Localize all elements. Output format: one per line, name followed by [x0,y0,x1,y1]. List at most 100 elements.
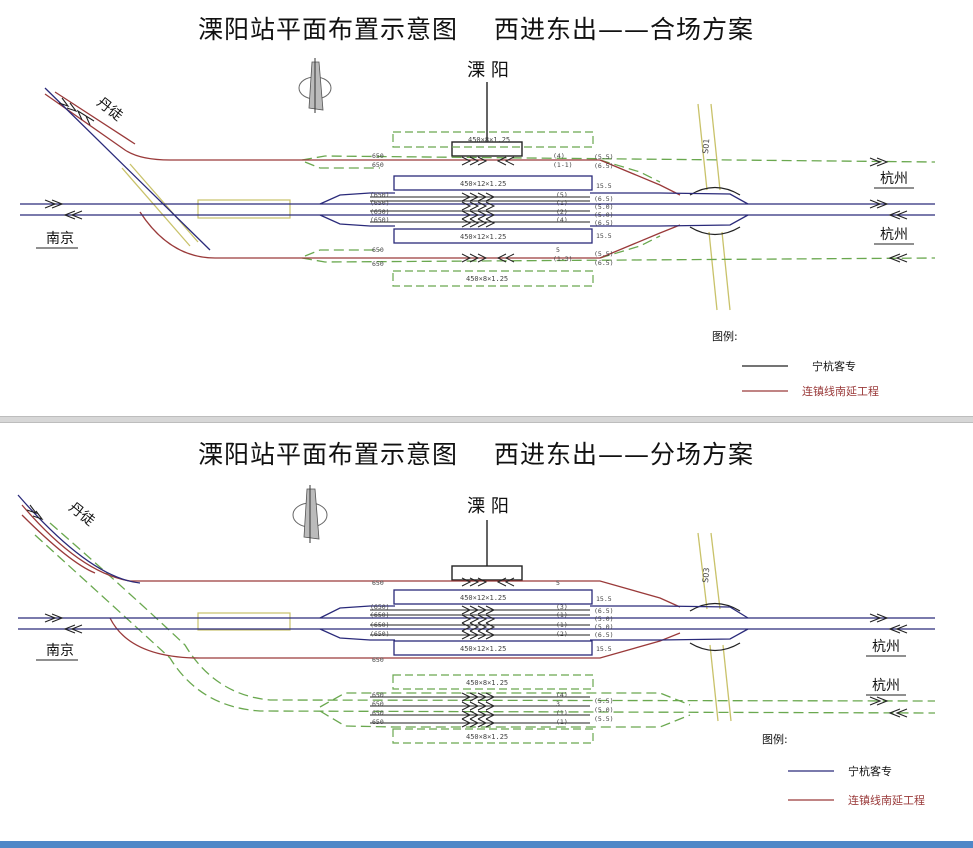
bottom-dist-5: (6.5) [594,631,614,639]
top-dist-7: (6.5) [594,219,614,227]
bottom-track-mark-r3: (1) [556,611,568,619]
top-dist-9: (5.5) [594,250,614,258]
top-track-mark-4: (650) [370,199,390,207]
bottom-track-mark-r8: (1) [556,709,568,717]
top-track-mark-6: (650) [370,216,390,224]
bottom-track-mark-6: 650 [372,656,384,664]
bottom-road-label: S03 [701,567,711,583]
top-road [121,103,731,311]
top-dir-hangzhou-2: 杭州 [880,227,908,243]
bottom-track-mark-r2: (3) [556,603,568,611]
bottom-platform-4-label: 450×8×1.25 [466,733,508,741]
bottom-track-mark-7: 650 [372,691,384,699]
bottom-signal-chevrons [461,577,515,728]
top-main-arrows [44,97,908,263]
bottom-track-mark-5: (650) [370,630,390,638]
top-dist-2: (6.5) [594,162,614,170]
top-dist-6: (5.0) [594,211,614,219]
top-dir-nanjing: 南京 [46,231,74,247]
bottom-title-station: 溧阳站平面布置示意图 [198,440,459,469]
bottom-dist-2: (6.5) [594,607,614,615]
bottom-track-mark-3: (650) [370,611,390,619]
top-scheme-panel: 溧阳站平面布置示意图 西进东出——合场方案 溧 阳 S01 [0,0,973,416]
top-road-label: S01 [701,138,711,154]
bottom-overpass [197,612,291,631]
bottom-main-arrows [26,504,908,718]
top-title-scheme: 西进东出——合场方案 [494,15,755,44]
top-track-mark-r6: (4) [556,216,568,224]
top-legend-title: 图例: [712,329,738,343]
bottom-dir-danyang: 丹徒 [66,500,98,530]
top-platform-3-label: 450×12×1.25 [460,233,506,241]
bottom-station-name: 溧 阳 [467,496,509,517]
top-track-diagram: 溧 阳 S01 450×8×1.25 [20,58,936,398]
top-dist-1: (5.5) [594,153,614,161]
bottom-track-mark-r5: (2) [556,630,568,638]
bottom-platform-3-label: 450×8×1.25 [466,679,508,687]
top-station-name: 溧 阳 [467,60,509,81]
bottom-legend-title: 图例: [762,732,788,746]
bottom-platform-1 [393,589,593,605]
bottom-station-building [451,565,523,581]
bottom-legend-item-1: 宁杭客专 [848,764,892,778]
top-legend-item-1: 宁杭客专 [812,359,856,373]
bottom-extension-lines [21,504,681,659]
top-platform-4 [392,270,594,287]
bottom-platform-2-label: 450×12×1.25 [460,645,506,653]
top-track-mark-r1: (4) [553,152,565,160]
top-legend-item-2: 连镇线南延工程 [802,384,879,398]
bottom-green-dashed-tracks [34,522,936,728]
top-station-tracks [370,196,590,223]
bottom-platform-4 [392,728,594,744]
bottom-track-mark-r1: 5 [556,579,560,587]
bottom-track-mark-10: 650 [372,718,384,726]
bottom-dir-hangzhou-2: 杭州 [872,678,900,694]
bottom-track-mark-r7: 3 [556,700,560,708]
top-station-name-box [452,58,524,82]
top-platform-1 [392,131,594,148]
top-signal-chevrons [461,156,515,263]
bottom-track-mark-r4: (1) [556,621,568,629]
bottom-bridge-arc-2 [689,642,741,652]
top-track-mark-1: 650 [372,152,384,160]
top-dir-hangzhou-1: 杭州 [880,171,908,187]
top-bridge-arc-2 [689,226,741,236]
top-green-dashed-tracks [301,155,936,263]
top-track-mark-2: 650 [372,161,384,169]
bottom-bridge-arc-1 [689,602,741,612]
top-title-station: 溧阳站平面布置示意图 [198,15,459,44]
top-platform-2-label: 450×12×1.25 [460,180,506,188]
top-dist-5: (5.0) [594,203,614,211]
bottom-dir-hangzhou-1: 杭州 [872,639,900,655]
panel-divider [0,416,973,423]
bottom-dist-9: (5.5) [594,715,614,723]
bottom-platform-3 [392,674,594,690]
top-nanhang-lines [20,87,935,251]
top-extension-lines [44,91,681,259]
bottom-dist-7: (5.5) [594,697,614,705]
top-track-mark-r8: (1-3) [553,255,573,263]
bottom-track-mark-8: 650 [372,700,384,708]
bottom-track-mark-4: (650) [370,621,390,629]
bottom-track-mark-r9: (1) [556,718,568,726]
bottom-compass-icon [292,485,328,543]
bottom-station-tracks [370,609,590,724]
top-track-mark-r5: (2) [556,208,568,216]
top-track-mark-3: (650) [370,191,390,199]
bottom-platform-2 [393,640,593,656]
top-station-building [451,141,523,157]
top-overpass [197,199,291,219]
bottom-scheme-panel: 溧阳站平面布置示意图 西进东出——分场方案 溧 阳 S03 [0,423,973,841]
bottom-track-mark-2: (650) [370,603,390,611]
top-dist-8: 15.5 [596,232,612,240]
bottom-track-diagram: 溧 阳 S03 450×12×1.25 450×12×1.25 450×8×1.… [17,485,936,807]
bottom-title-scheme: 西进东出——分场方案 [494,440,755,469]
bottom-dist-4: (5.0) [594,623,614,631]
top-platform-3 [393,228,593,244]
top-platform-1-label: 450×8×1.25 [468,136,510,144]
top-track-mark-5: (650) [370,208,390,216]
bottom-track-mark-1: 650 [372,579,384,587]
top-bridge-arc-1 [689,186,741,196]
top-track-mark-r4: (1) [556,199,568,207]
bottom-dist-3: (5.0) [594,615,614,623]
